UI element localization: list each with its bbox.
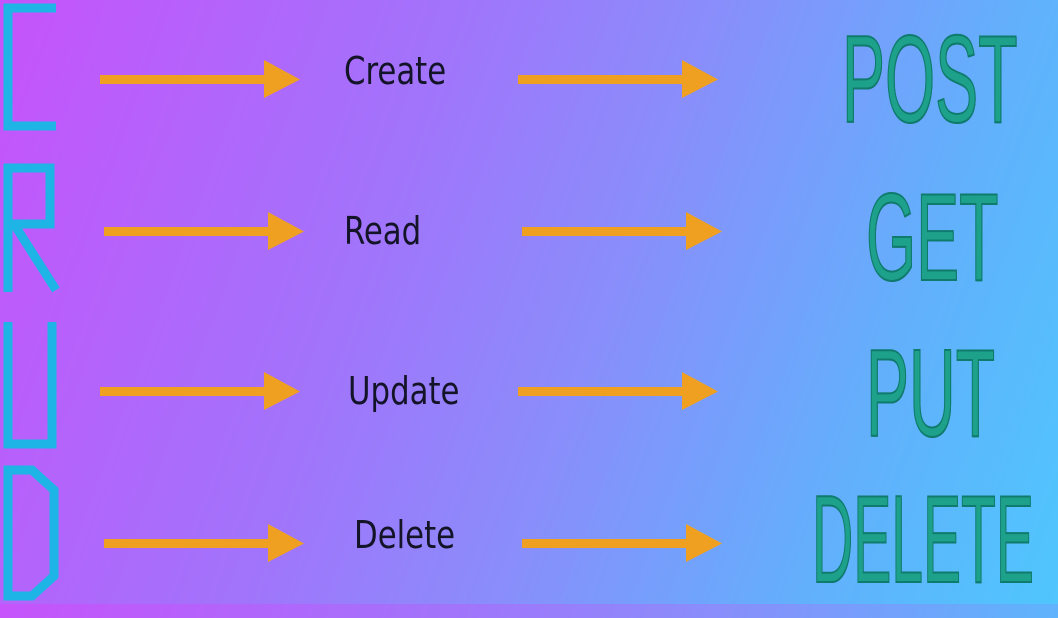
operation-label-delete: Delete xyxy=(354,513,456,557)
acronym-letter-r: R xyxy=(0,162,64,312)
http-method-delete: DELETE xyxy=(812,471,1035,609)
right-arrow-icon xyxy=(522,212,722,252)
operation-label-update: Update xyxy=(348,369,460,413)
operation-label-create: Create xyxy=(344,49,447,93)
right-arrow-icon xyxy=(100,372,300,412)
operation-label-read: Read xyxy=(344,209,422,253)
acronym-letter-u: U xyxy=(0,318,64,468)
right-arrow-icon xyxy=(104,524,304,564)
http-method-post: POST xyxy=(841,11,1018,149)
http-method-get: GET xyxy=(865,169,999,307)
acronym-letter-d: D xyxy=(0,464,64,614)
crud-diagram: C R U D Create POST Read GET Update PUT … xyxy=(0,0,1035,609)
right-arrow-icon xyxy=(518,60,718,100)
right-arrow-icon xyxy=(104,212,304,252)
acronym-letter-c: C xyxy=(0,0,64,150)
right-arrow-icon xyxy=(100,60,300,100)
http-method-put: PUT xyxy=(865,325,995,463)
right-arrow-icon xyxy=(518,372,718,412)
right-arrow-icon xyxy=(522,524,722,564)
